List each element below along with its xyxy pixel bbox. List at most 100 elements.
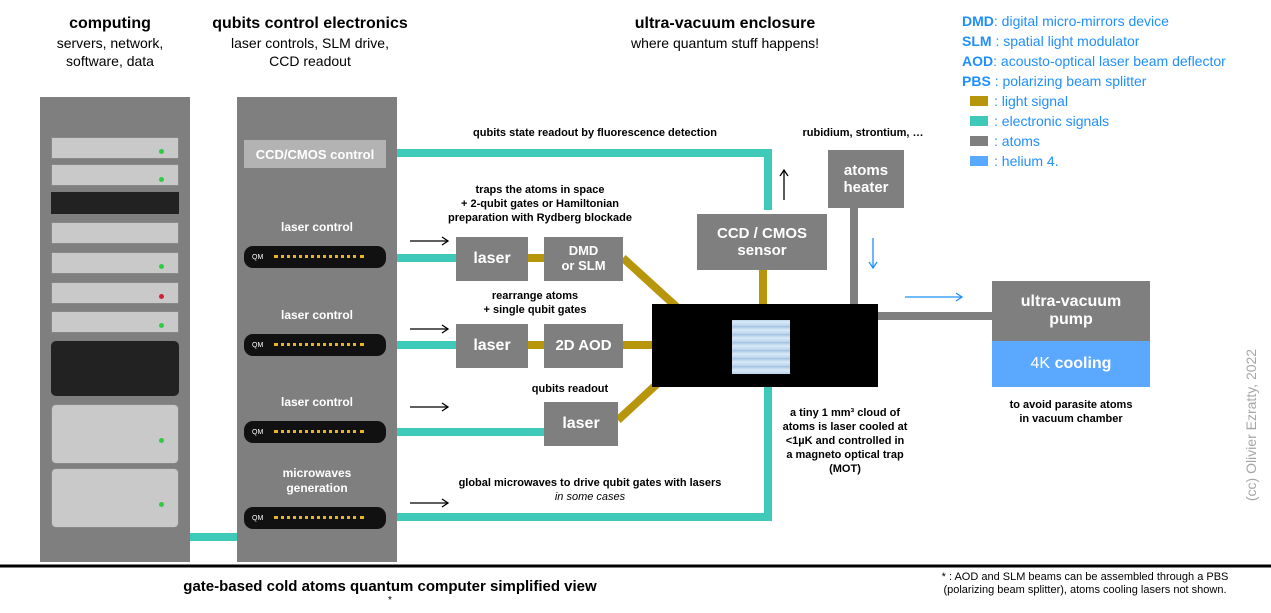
laser-control-label-3: laser control: [280, 395, 354, 409]
qm-board-3: QM: [244, 421, 386, 443]
legend-slm: SLM : spatial light modulator: [962, 33, 1140, 49]
server-slot-dark: [51, 192, 179, 214]
cloud-line5: (MOT): [829, 463, 861, 475]
computing-title: computing: [69, 15, 151, 32]
pump-line1: ultra-vacuum: [1020, 292, 1122, 310]
qm-board-1: QM: [244, 246, 386, 268]
microwaves-line2: generation: [286, 481, 348, 495]
led-green: [159, 264, 164, 269]
cooling-word: cooling: [1054, 355, 1112, 372]
laser-control-label-2: laser control: [280, 308, 354, 322]
control-electronics-column: [237, 97, 397, 562]
atoms-swatch: [970, 136, 988, 146]
electronic-lines: [190, 149, 772, 541]
aod-box: 2D AOD: [544, 324, 623, 368]
credit: (cc) Olivier Ezratty, 2022: [1243, 348, 1259, 502]
footer-note-line1: * : AOD and SLM beams can be assembled t…: [941, 571, 1229, 583]
atom-lines: [850, 208, 992, 320]
black-arrows: [410, 168, 789, 508]
global-microwaves-label: global microwaves to drive qubit gates w…: [430, 476, 750, 504]
qm-board-2: QM: [244, 334, 386, 356]
footer-note: * : AOD and SLM beams can be assembled t…: [905, 571, 1265, 597]
light-swatch: [970, 96, 988, 106]
dmd-chamber-beam: [620, 255, 683, 313]
pins: [274, 430, 364, 433]
qm-board-4: QM: [244, 507, 386, 529]
legend-dmd: DMD: digital micro-mirrors device: [962, 13, 1169, 29]
server-slot: [51, 137, 179, 159]
server-slot: [51, 164, 179, 186]
fluorescence-label: qubits state readout by fluorescence det…: [473, 127, 717, 139]
pins: [274, 255, 364, 258]
footer-title-text: gate-based cold atoms quantum computer s…: [183, 578, 597, 595]
led-green: [159, 438, 164, 443]
legend-atoms: : atoms: [962, 131, 1226, 151]
blue-arrows: [868, 238, 964, 302]
rearrange-line1: rearrange atoms: [491, 290, 579, 302]
footer-title: gate-based cold atoms quantum computer s…: [180, 578, 600, 613]
qubits-sub2: CCD readout: [269, 53, 351, 69]
led-green: [159, 502, 164, 507]
4k-cooling: 4K cooling: [992, 341, 1150, 387]
rubidium-label: rubidium, strontium, …: [802, 127, 924, 139]
cloud-line2: atoms is laser cooled at: [782, 421, 908, 433]
laser-box-2: laser: [456, 324, 528, 368]
global-line2: in some cases: [554, 491, 626, 503]
computing-sub1: servers, network,: [56, 35, 164, 51]
led-green: [159, 323, 164, 328]
legend: DMD: digital micro-mirrors device SLM : …: [962, 11, 1226, 171]
avoid-line2: in vacuum chamber: [1019, 413, 1123, 425]
rearrange-label: rearrange atoms + single qubit gates: [450, 289, 620, 317]
vacuum-chamber: [652, 304, 878, 387]
heater-line1: atoms: [843, 161, 889, 179]
vacuum-sub1: where quantum stuff happens!: [630, 35, 820, 51]
traps-line2: + 2-qubit gates or Hamiltonian: [461, 198, 619, 210]
microwaves-line1: microwaves: [282, 466, 352, 480]
traps-line3: preparation with Rydberg blockade: [448, 212, 632, 224]
footer-star: *: [388, 595, 392, 606]
legend-electronic: : electronic signals: [962, 111, 1226, 131]
microwaves-line: [386, 375, 772, 521]
cloud-line1: a tiny 1 mm³ cloud of: [789, 407, 900, 419]
ccd-control-line: [386, 149, 772, 210]
microwaves-label: microwaves generation: [237, 466, 397, 496]
computing-rack: [40, 97, 190, 562]
footer-note-line2: (polarizing beam splitter), atoms coolin…: [943, 584, 1227, 596]
cloud-line3: <1µK and controlled in: [785, 435, 905, 447]
server-slot: [51, 311, 179, 333]
server-slot-dark: [51, 341, 179, 396]
storage-slot: [51, 404, 179, 464]
server-slot: [51, 282, 179, 304]
avoid-parasite-label: to avoid parasite atoms in vacuum chambe…: [985, 398, 1157, 426]
dmd-line2: or SLM: [561, 258, 606, 273]
computing-header: computing servers, network, software, da…: [40, 14, 180, 70]
atom-cloud: [732, 320, 790, 374]
dmd-line1: DMD: [568, 243, 599, 259]
ccd-line2: sensor: [737, 242, 787, 259]
electronic-swatch: [970, 116, 988, 126]
computing-sub2: software, data: [66, 53, 154, 69]
legend-aod: AOD: acousto-optical laser beam deflecto…: [962, 53, 1226, 69]
pump-line2: pump: [1049, 311, 1093, 328]
vacuum-header: ultra-vacuum enclosure where quantum stu…: [610, 14, 840, 52]
global-line1: global microwaves to drive qubit gates w…: [458, 477, 722, 489]
qm-label: QM: [252, 342, 264, 349]
qubits-sub1: laser controls, SLM drive,: [231, 35, 389, 51]
avoid-line1: to avoid parasite atoms: [1009, 399, 1133, 411]
qubits-readout-label: qubits readout: [531, 383, 609, 395]
laser-box-3: laser: [544, 402, 618, 446]
cloud-line4: a magneto optical trap: [786, 449, 904, 461]
helium-swatch: [970, 156, 988, 166]
vacuum-title: ultra-vacuum enclosure: [634, 15, 816, 32]
led-green: [159, 149, 164, 154]
legend-pbs: PBS : polarizing beam splitter: [962, 73, 1147, 89]
qubits-header: qubits control electronics laser control…: [190, 14, 430, 70]
heater-line2: heater: [843, 179, 889, 196]
qm-label: QM: [252, 429, 264, 436]
rearrange-line2: + single qubit gates: [483, 304, 587, 316]
led-red: [159, 294, 164, 299]
legend-helium: : helium 4.: [962, 151, 1226, 171]
atom-cloud-label: a tiny 1 mm³ cloud of atoms is laser coo…: [770, 406, 920, 476]
traps-label: traps the atoms in space + 2-qubit gates…: [430, 183, 650, 225]
